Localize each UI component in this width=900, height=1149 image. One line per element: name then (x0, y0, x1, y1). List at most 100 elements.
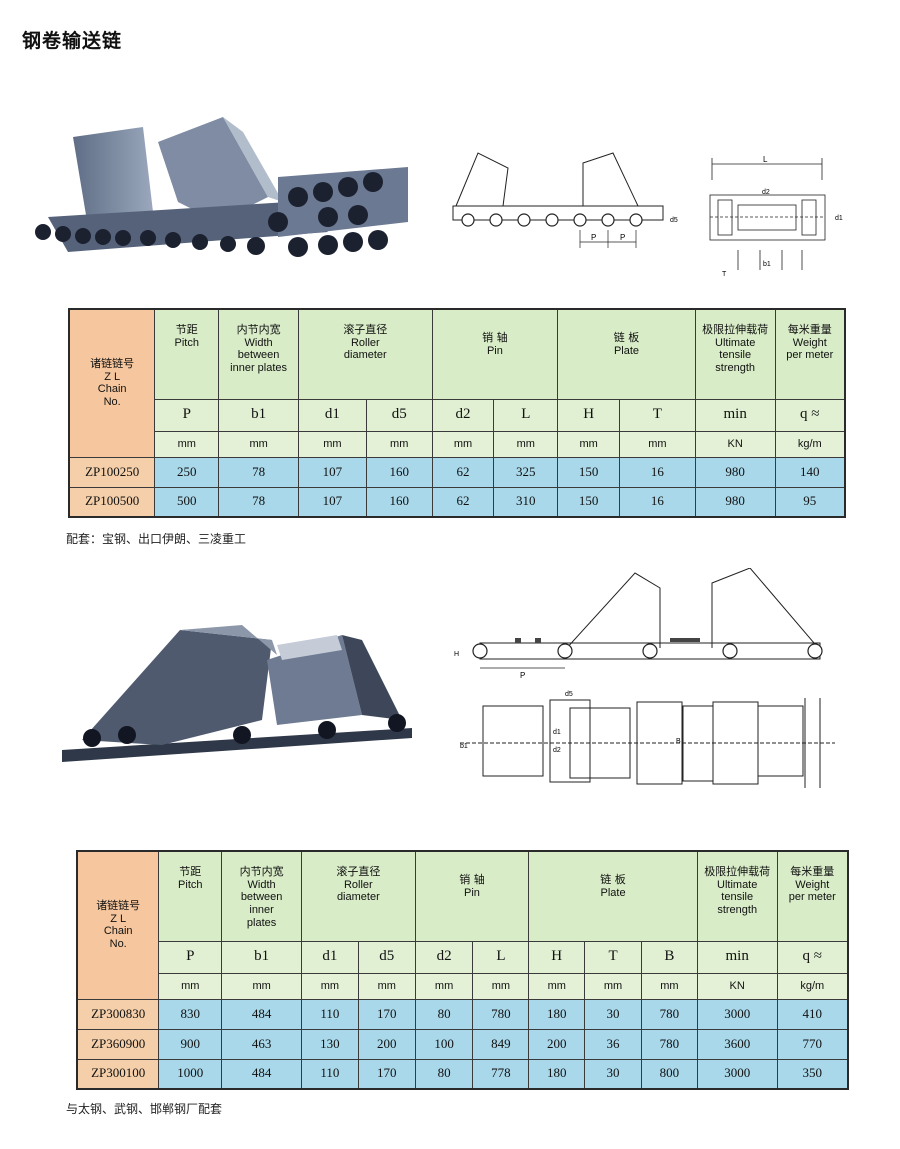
svg-text:L: L (763, 155, 768, 164)
value-cell: 180 (528, 1058, 586, 1090)
value-cell: 100 (414, 1028, 474, 1060)
unit-cell: mm (298, 430, 367, 458)
value-cell: 62 (431, 456, 495, 488)
value-cell: 778 (472, 1058, 530, 1090)
pitch-label: P (591, 233, 596, 242)
value-cell: 1000 (158, 1058, 223, 1090)
symbol-cell: L (493, 398, 559, 432)
value-cell: 463 (221, 1028, 303, 1060)
value-cell: 160 (365, 486, 433, 518)
header-roller: 滚子直径 Roller diameter (301, 850, 416, 942)
header-strength: 极限拉伸载荷 Ultimate tensile strength (696, 850, 778, 942)
svg-text:d5: d5 (670, 217, 678, 224)
header-width: 内节内宽 Width between inner plates (221, 850, 303, 942)
table-row: ZP300100 1000 484 110 170 80 778 180 30 … (76, 1058, 849, 1090)
value-cell: 30 (584, 1058, 642, 1090)
chain-no-cell: ZP100500 (68, 486, 156, 518)
symbol-cell: P (158, 940, 223, 974)
header-plate: 链 板 Plate (557, 308, 696, 400)
supply-note-1: 配套：宝钢、出口伊朗、三凌重工 (66, 532, 247, 546)
header-pitch: 节距 Pitch (154, 308, 220, 400)
symbol-cell: d5 (365, 398, 433, 432)
unit-cell: mm (472, 972, 530, 1000)
svg-text:P: P (520, 671, 525, 680)
chain-side-diagram-1: P P d5 (452, 152, 678, 248)
value-cell: 170 (357, 998, 416, 1030)
svg-text:d1: d1 (553, 729, 561, 736)
value-cell: 78 (218, 456, 300, 488)
header-weight: 每米重量 Weight per meter (774, 308, 846, 400)
unit-cell: KN (694, 430, 776, 458)
value-cell: 484 (221, 998, 303, 1030)
symbol-cell: L (472, 940, 530, 974)
symbol-cell: q ≈ (776, 940, 849, 974)
symbol-cell: T (584, 940, 642, 974)
table-row: ZP300830 830 484 110 170 80 780 180 30 7… (76, 998, 849, 1030)
symbol-cell: q ≈ (774, 398, 846, 432)
value-cell: 110 (301, 1058, 359, 1090)
header-weight: 每米重量 Weight per meter (776, 850, 849, 942)
value-cell: 780 (472, 998, 530, 1030)
chain-photo-1 (35, 117, 408, 257)
svg-text:d2: d2 (553, 747, 561, 754)
spec-table-1: 诸链链号 Z L Chain No. 节距 Pitch 内节内宽 Width b… (68, 308, 846, 518)
svg-text:b1: b1 (460, 743, 468, 750)
value-cell: 36 (584, 1028, 642, 1060)
unit-cell: mm (365, 430, 433, 458)
value-cell: 110 (301, 998, 359, 1030)
svg-text:d5: d5 (565, 691, 573, 698)
value-cell: 78 (218, 486, 300, 518)
value-cell: 830 (158, 998, 223, 1030)
symbol-cell: min (694, 398, 776, 432)
header-plate: 链 板 Plate (528, 850, 698, 942)
value-cell: 770 (776, 1028, 849, 1060)
chain-no-cell: ZP100250 (68, 456, 156, 488)
value-cell: 900 (158, 1028, 223, 1060)
value-cell: 170 (357, 1058, 416, 1090)
table-row: ZP100500 500 78 107 160 62 310 150 16 98… (68, 486, 846, 518)
value-cell: 107 (298, 456, 367, 488)
table-row: ZP100250 250 78 107 160 62 325 150 16 98… (68, 456, 846, 488)
chain-top-diagram-2: d5 d1 d2 B b1 (460, 691, 835, 788)
value-cell: 30 (584, 998, 642, 1030)
value-cell: 140 (774, 456, 846, 488)
symbol-cell: b1 (221, 940, 303, 974)
header-pitch: 节距 Pitch (158, 850, 223, 942)
value-cell: 780 (640, 998, 698, 1030)
unit-cell: mm (414, 972, 474, 1000)
unit-cell: mm (221, 972, 303, 1000)
value-cell: 130 (301, 1028, 359, 1060)
value-cell: 800 (640, 1058, 698, 1090)
symbol-cell: d1 (301, 940, 359, 974)
value-cell: 80 (414, 1058, 474, 1090)
unit-cell: kg/m (776, 972, 849, 1000)
value-cell: 16 (619, 486, 696, 518)
unit-cell: mm (158, 972, 223, 1000)
value-cell: 250 (154, 456, 220, 488)
value-cell: 3000 (696, 998, 778, 1030)
unit-cell: mm (357, 972, 416, 1000)
header-chain-no: 诸链链号 Z L Chain No. (76, 850, 160, 1000)
symbol-cell: T (619, 398, 696, 432)
page-title: 钢卷输送链 (22, 30, 123, 52)
value-cell: 80 (414, 998, 474, 1030)
svg-text:P: P (620, 233, 625, 242)
unit-cell: mm (528, 972, 586, 1000)
unit-cell: mm (218, 430, 300, 458)
spec-table-2: 诸链链号 Z L Chain No. 节距 Pitch 内节内宽 Width b… (76, 850, 849, 1090)
header-width: 内节内宽 Width between inner plates (218, 308, 300, 400)
value-cell: 180 (528, 998, 586, 1030)
value-cell: 980 (694, 486, 776, 518)
value-cell: 16 (619, 456, 696, 488)
value-cell: 160 (365, 456, 433, 488)
symbol-cell: H (557, 398, 621, 432)
unit-cell: mm (640, 972, 698, 1000)
symbol-cell: d2 (431, 398, 495, 432)
value-cell: 410 (776, 998, 849, 1030)
unit-cell: mm (493, 430, 559, 458)
unit-cell: mm (301, 972, 359, 1000)
unit-cell: kg/m (774, 430, 846, 458)
value-cell: 980 (694, 456, 776, 488)
value-cell: 500 (154, 486, 220, 518)
symbol-cell: d1 (298, 398, 367, 432)
